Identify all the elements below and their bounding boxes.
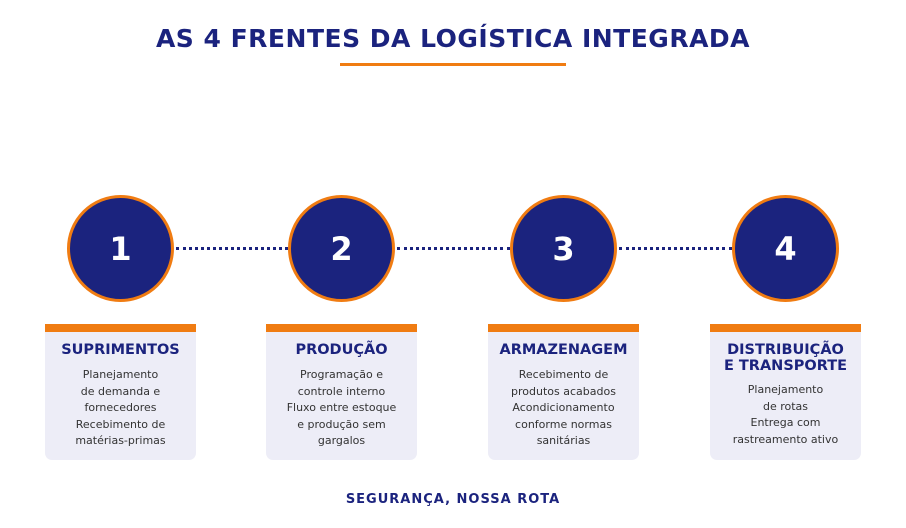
connector-3-4 [619, 247, 732, 250]
card-title: ARMAZENAGEM [499, 342, 628, 358]
step-card-suprimentos: SUPRIMENTOS Planejamento de demanda e fo… [45, 324, 196, 460]
connector-2-3 [397, 247, 510, 250]
card-title: SUPRIMENTOS [61, 342, 180, 358]
step-circle-3: 3 [510, 195, 617, 302]
page-title: AS 4 FRENTES DA LOGÍSTICA INTEGRADA [155, 24, 751, 53]
card-accent-bar [266, 324, 417, 332]
card-title: DISTRIBUIÇÃO E TRANSPORTE [723, 342, 848, 374]
step-card-producao: PRODUÇÃO Programação e controle interno … [266, 324, 417, 460]
card-accent-bar [45, 324, 196, 332]
card-title: PRODUÇÃO [295, 342, 388, 358]
step-circle-1: 1 [67, 195, 174, 302]
step-card-armazenagem: ARMAZENAGEM Recebimento de produtos acab… [488, 324, 639, 460]
footer-tagline: SEGURANÇA, NOSSA ROTA [345, 492, 561, 507]
card-description: Planejamento de demanda e fornecedores R… [75, 368, 166, 447]
connector-1-2 [176, 247, 288, 250]
title-underline [340, 63, 566, 66]
card-accent-bar [488, 324, 639, 332]
step-circle-2: 2 [288, 195, 395, 302]
card-description: Recebimento de produtos acabados Acondic… [511, 368, 616, 447]
step-card-distribuicao: DISTRIBUIÇÃO E TRANSPORTE Planejamento d… [710, 324, 861, 460]
card-description: Planejamento de rotas Entrega com rastre… [732, 383, 839, 446]
card-accent-bar [710, 324, 861, 332]
card-description: Programação e controle interno Fluxo ent… [286, 368, 397, 447]
step-circle-4: 4 [732, 195, 839, 302]
